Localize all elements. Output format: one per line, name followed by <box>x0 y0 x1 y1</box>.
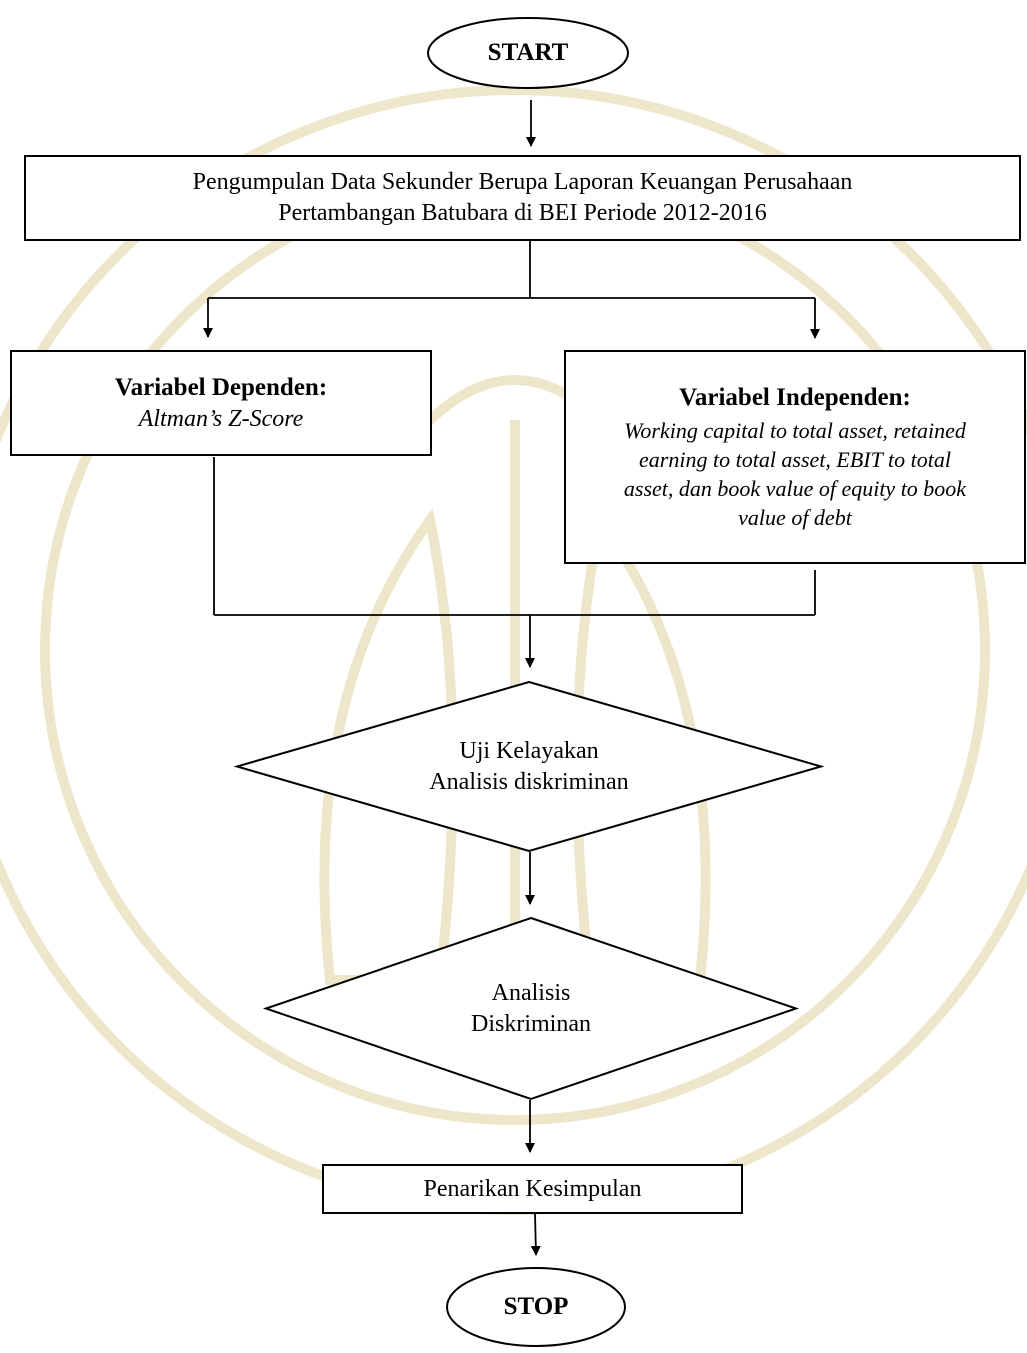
independent-line-3: asset, dan book value of equity to book <box>623 476 967 501</box>
stop-terminal: STOP <box>446 1267 626 1347</box>
analysis-line-2: Diskriminan <box>471 1010 591 1037</box>
arrow-to-stop <box>530 1212 541 1256</box>
start-label: START <box>487 39 569 66</box>
start-terminal: START <box>427 17 629 89</box>
independent-title: Variabel Independen: <box>679 384 911 411</box>
analysis-diamond-shape <box>262 916 800 1101</box>
data-collection-line-2: Pertambangan Batubara di BEI Periode 201… <box>278 200 767 226</box>
stop-label: STOP <box>503 1293 569 1320</box>
feasibility-line-2: Analisis diskriminan <box>429 768 629 795</box>
dependent-variable-box: Variabel Dependen: Altman’s Z-Score <box>10 350 432 456</box>
start-ellipse-shape <box>427 17 629 89</box>
data-collection-box: Pengumpulan Data Sekunder Berupa Laporan… <box>24 155 1021 241</box>
analysis-diamond: Analisis Diskriminan <box>262 916 800 1101</box>
independent-variable-box: Variabel Independen: Working capital to … <box>564 350 1026 564</box>
independent-line-2: earning to total asset, EBIT to total <box>639 447 951 472</box>
independent-line-4: value of debt <box>738 505 852 530</box>
dependent-subtitle: Altman’s Z-Score <box>138 406 304 432</box>
feasibility-diamond-shape <box>233 680 825 853</box>
dependent-title: Variabel Dependen: <box>114 374 328 401</box>
analysis-line-1: Analisis <box>491 979 571 1006</box>
data-collection-line-1: Pengumpulan Data Sekunder Berupa Laporan… <box>192 169 853 195</box>
feasibility-line-1: Uji Kelayakan <box>459 737 599 764</box>
feasibility-diamond: Uji Kelayakan Analisis diskriminan <box>233 680 825 853</box>
independent-line-1: Working capital to total asset, retained <box>624 418 966 443</box>
stop-ellipse-shape <box>446 1267 626 1347</box>
conclusion-box: Penarikan Kesimpulan <box>322 1164 743 1214</box>
conclusion-label: Penarikan Kesimpulan <box>423 1175 642 1202</box>
